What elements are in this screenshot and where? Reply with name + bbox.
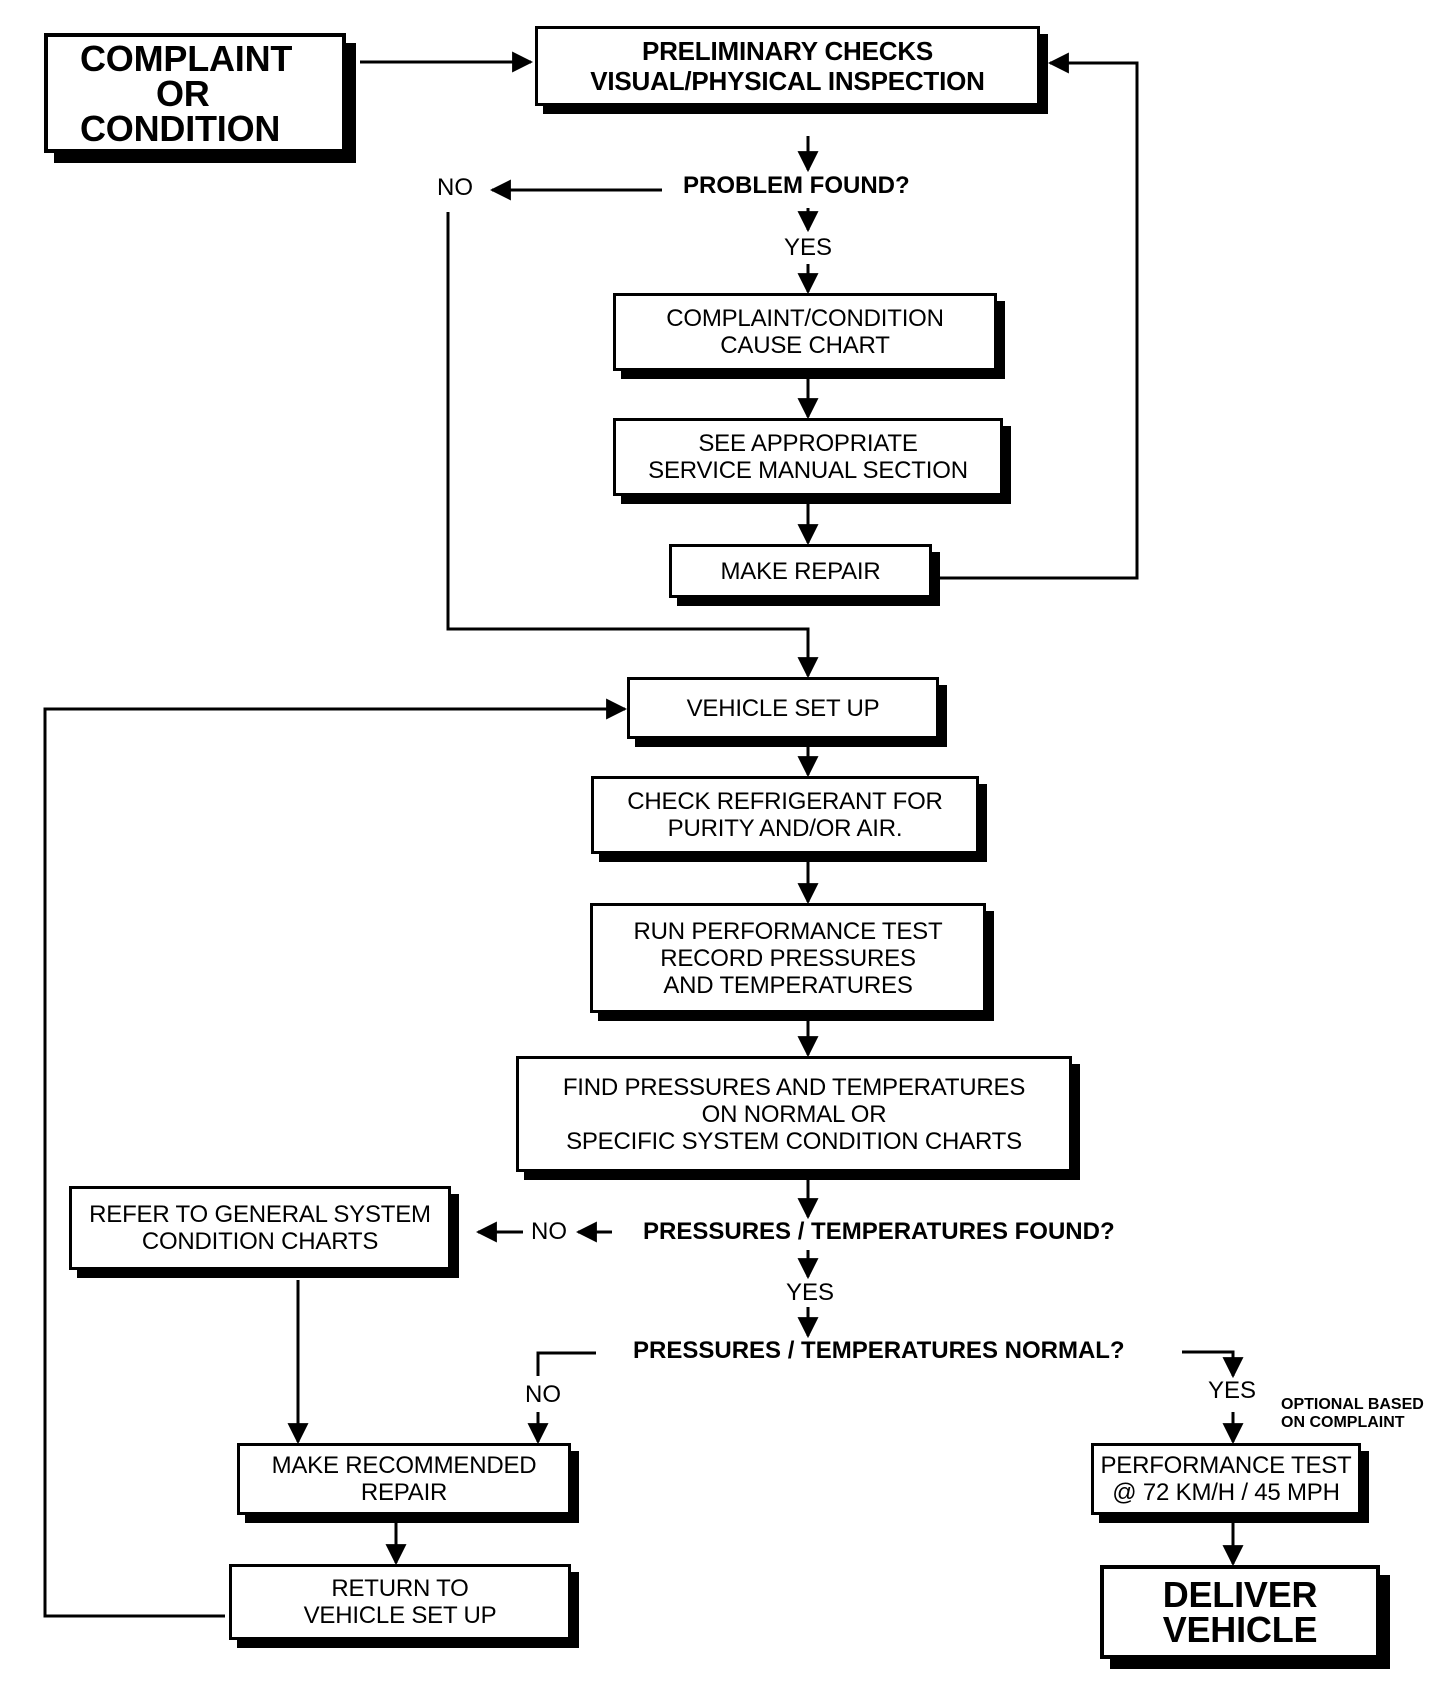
arrow-normal-to-yes bbox=[1182, 1350, 1244, 1379]
recommended-repair-line-1: MAKE RECOMMENDED bbox=[271, 1452, 537, 1479]
check-refrigerant-line-1: CHECK REFRIGERANT FOR bbox=[627, 788, 943, 815]
find-pressures-box: FIND PRESSURES AND TEMPERATURES ON NORMA… bbox=[516, 1056, 1072, 1172]
complaint-line-1: COMPLAINT bbox=[80, 37, 293, 79]
return-line-2: VEHICLE SET UP bbox=[303, 1602, 497, 1629]
return-to-setup-box: RETURN TO VEHICLE SET UP bbox=[229, 1564, 571, 1640]
optional-note-line-2: ON COMPLAINT bbox=[1281, 1414, 1405, 1431]
cause-chart-line-2: CAUSE CHART bbox=[720, 332, 890, 359]
find-pressures-line-2: ON NORMAL OR bbox=[701, 1100, 887, 1128]
preliminary-line-1: PRELIMINARY CHECKS bbox=[641, 36, 934, 66]
cause-chart-line-1: COMPLAINT/CONDITION bbox=[666, 305, 944, 332]
performance-test-box: PERFORMANCE TEST @ 72 KM/H / 45 MPH bbox=[1091, 1443, 1361, 1515]
vehicle-setup-box: VEHICLE SET UP bbox=[627, 677, 939, 739]
arrow-normal-to-no bbox=[536, 1351, 596, 1376]
arrow-no-to-vehicle-setup bbox=[446, 212, 819, 679]
run-performance-test-box: RUN PERFORMANCE TEST RECORD PRESSURES AN… bbox=[590, 903, 986, 1013]
normal-no-label: NO bbox=[525, 1381, 561, 1408]
found-yes-label: YES bbox=[786, 1279, 835, 1306]
deliver-line-2: VEHICLE bbox=[1162, 1609, 1318, 1650]
pressures-normal-question: PRESSURES / TEMPERATURES NORMAL? bbox=[633, 1337, 1125, 1364]
general-charts-line-1: REFER TO GENERAL SYSTEM bbox=[89, 1201, 431, 1228]
found-no-label: NO bbox=[531, 1218, 567, 1245]
normal-yes-label: YES bbox=[1208, 1377, 1257, 1404]
preliminary-line-2: VISUAL/PHYSICAL INSPECTION bbox=[590, 66, 985, 96]
pressures-found-question: PRESSURES / TEMPERATURES FOUND? bbox=[643, 1218, 1115, 1245]
run-test-line-2: RECORD PRESSURES bbox=[660, 944, 916, 972]
complaint-line-3: CONDITION bbox=[80, 107, 281, 149]
check-refrigerant-line-2: PURITY AND/OR AIR. bbox=[667, 815, 903, 842]
deliver-vehicle-box: DELIVER VEHICLE bbox=[1100, 1565, 1380, 1659]
general-charts-line-2: CONDITION CHARTS bbox=[141, 1228, 379, 1255]
find-pressures-line-1: FIND PRESSURES AND TEMPERATURES bbox=[562, 1073, 1026, 1101]
make-repair-line-1: MAKE REPAIR bbox=[720, 557, 881, 585]
vehicle-setup-line-1: VEHICLE SET UP bbox=[686, 694, 880, 722]
service-manual-line-2: SERVICE MANUAL SECTION bbox=[648, 457, 968, 484]
complaint-line-2: OR bbox=[156, 72, 210, 114]
preliminary-checks-box: PRELIMINARY CHECKS VISUAL/PHYSICAL INSPE… bbox=[535, 26, 1040, 106]
optional-note-line-1: OPTIONAL BASED bbox=[1281, 1396, 1424, 1413]
service-manual-box: SEE APPROPRIATE SERVICE MANUAL SECTION bbox=[613, 418, 1003, 496]
optional-note: OPTIONAL BASED ON COMPLAINT bbox=[1281, 1396, 1424, 1432]
arrow-make-repair-to-preliminary bbox=[935, 52, 1139, 580]
performance-test-line-1: PERFORMANCE TEST bbox=[1100, 1452, 1352, 1479]
problem-no-label: NO bbox=[437, 174, 473, 201]
run-test-line-3: AND TEMPERATURES bbox=[663, 971, 913, 999]
arrow-return-to-vehicle-setup bbox=[43, 698, 628, 1618]
make-repair-box: MAKE REPAIR bbox=[669, 544, 932, 598]
deliver-line-1: DELIVER bbox=[1162, 1574, 1318, 1615]
cause-chart-box: COMPLAINT/CONDITION CAUSE CHART bbox=[613, 293, 997, 371]
run-test-line-1: RUN PERFORMANCE TEST bbox=[633, 917, 943, 945]
find-pressures-line-3: SPECIFIC SYSTEM CONDITION CHARTS bbox=[566, 1127, 1022, 1155]
recommended-repair-box: MAKE RECOMMENDED REPAIR bbox=[237, 1443, 571, 1515]
general-system-charts-box: REFER TO GENERAL SYSTEM CONDITION CHARTS bbox=[69, 1186, 451, 1270]
problem-found-question: PROBLEM FOUND? bbox=[683, 172, 910, 199]
performance-test-line-2: @ 72 KM/H / 45 MPH bbox=[1112, 1479, 1340, 1506]
complaint-box: COMPLAINT OR CONDITION bbox=[44, 33, 346, 153]
problem-yes-label: YES bbox=[784, 234, 833, 261]
recommended-repair-line-2: REPAIR bbox=[360, 1479, 448, 1506]
service-manual-line-1: SEE APPROPRIATE bbox=[698, 430, 918, 457]
check-refrigerant-box: CHECK REFRIGERANT FOR PURITY AND/OR AIR. bbox=[591, 776, 979, 854]
return-line-1: RETURN TO bbox=[331, 1575, 469, 1602]
